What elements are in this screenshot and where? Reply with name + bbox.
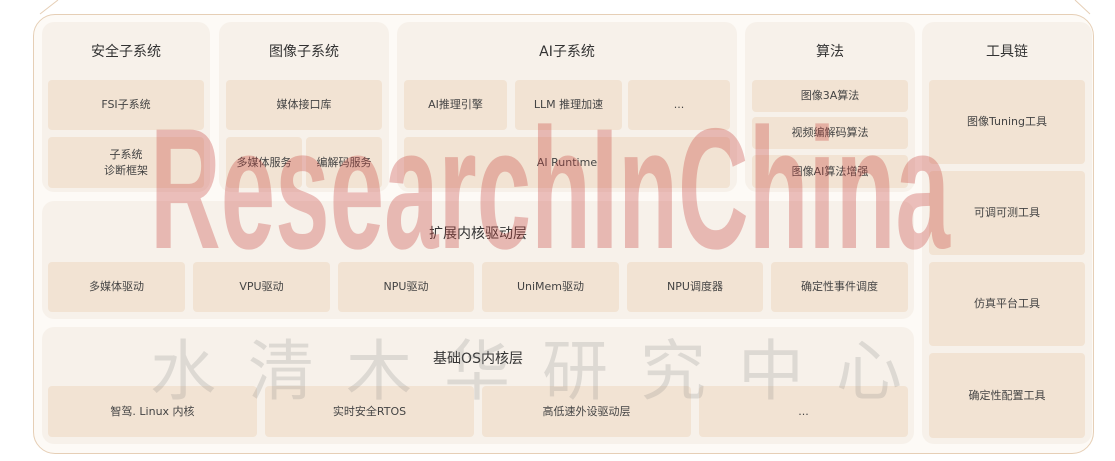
toolchain-item: 可调可测工具 bbox=[929, 171, 1085, 255]
toolchain-title: 工具链 bbox=[986, 44, 1028, 60]
ext-driver-item: UniMem驱动 bbox=[482, 262, 619, 312]
ext-driver-item: NPU调度器 bbox=[627, 262, 763, 312]
base-os-item: 智驾. Linux 内核 bbox=[48, 386, 257, 437]
diagnostic-framework-box: 子系统 诊断框架 bbox=[48, 137, 204, 188]
ai-inference-engine-box: AI推理引擎 bbox=[404, 80, 507, 130]
algorithm-item: 图像AI算法增强 bbox=[752, 155, 908, 188]
toolchain-item: 仿真平台工具 bbox=[929, 262, 1085, 346]
llm-inference-accel-box: LLM 推理加速 bbox=[515, 80, 622, 130]
ai-subsystem-title: AI子系统 bbox=[539, 44, 595, 60]
extended-kernel-driver-layer bbox=[42, 201, 914, 319]
multimedia-service-box: 多媒体服务 bbox=[226, 137, 302, 188]
ext-driver-item: 确定性事件调度 bbox=[771, 262, 908, 312]
fsi-subsystem-box: FSI子系统 bbox=[48, 80, 204, 130]
base-os-item: 实时安全RTOS bbox=[265, 386, 474, 437]
base-os-item: 高低速外设驱动层 bbox=[482, 386, 691, 437]
safety-subsystem-title: 安全子系统 bbox=[91, 44, 161, 60]
image-subsystem-title: 图像子系统 bbox=[269, 44, 339, 60]
media-api-box: 媒体接口库 bbox=[226, 80, 382, 130]
codec-service-box: 编解码服务 bbox=[306, 137, 382, 188]
algorithm-item: 视频编解码算法 bbox=[752, 117, 908, 149]
toolchain-item: 确定性配置工具 bbox=[929, 353, 1085, 438]
algorithm-item: 图像3A算法 bbox=[752, 80, 908, 112]
toolchain-item: 图像Tuning工具 bbox=[929, 80, 1085, 164]
ai-more-box: ... bbox=[628, 80, 730, 130]
ai-runtime-box: AI Runtime bbox=[404, 137, 730, 188]
algorithm-title: 算法 bbox=[816, 44, 844, 60]
frame-top-arc bbox=[39, 0, 1091, 15]
diagnostic-framework-line1: 子系统 bbox=[109, 147, 143, 161]
base-os-kernel-title: 基础OS内核层 bbox=[433, 351, 523, 367]
ext-driver-item: 多媒体驱动 bbox=[48, 262, 185, 312]
extended-kernel-driver-title: 扩展内核驱动层 bbox=[429, 226, 527, 242]
ext-driver-item: NPU驱动 bbox=[338, 262, 474, 312]
ext-driver-item: VPU驱动 bbox=[193, 262, 330, 312]
diagnostic-framework-line2: 诊断框架 bbox=[104, 163, 148, 177]
base-os-item: ... bbox=[699, 386, 908, 437]
